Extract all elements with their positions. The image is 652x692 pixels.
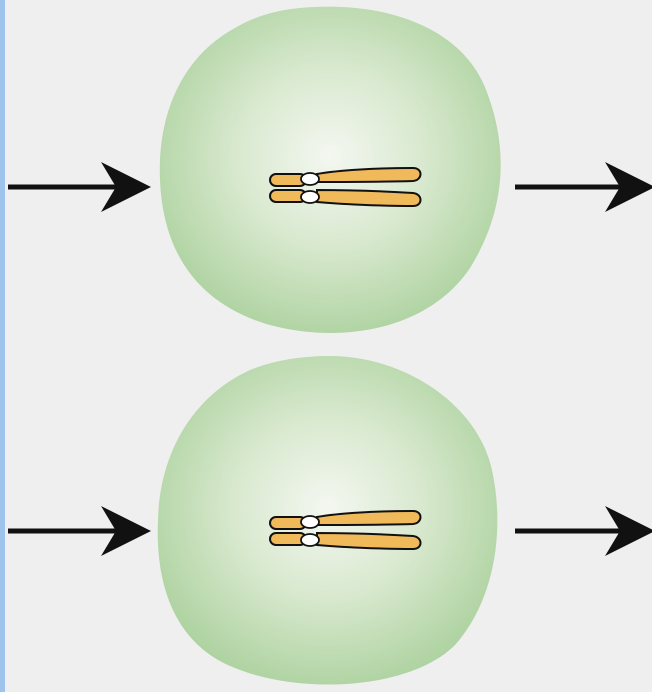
cell-top xyxy=(159,6,501,333)
left-border-accent xyxy=(0,0,5,692)
